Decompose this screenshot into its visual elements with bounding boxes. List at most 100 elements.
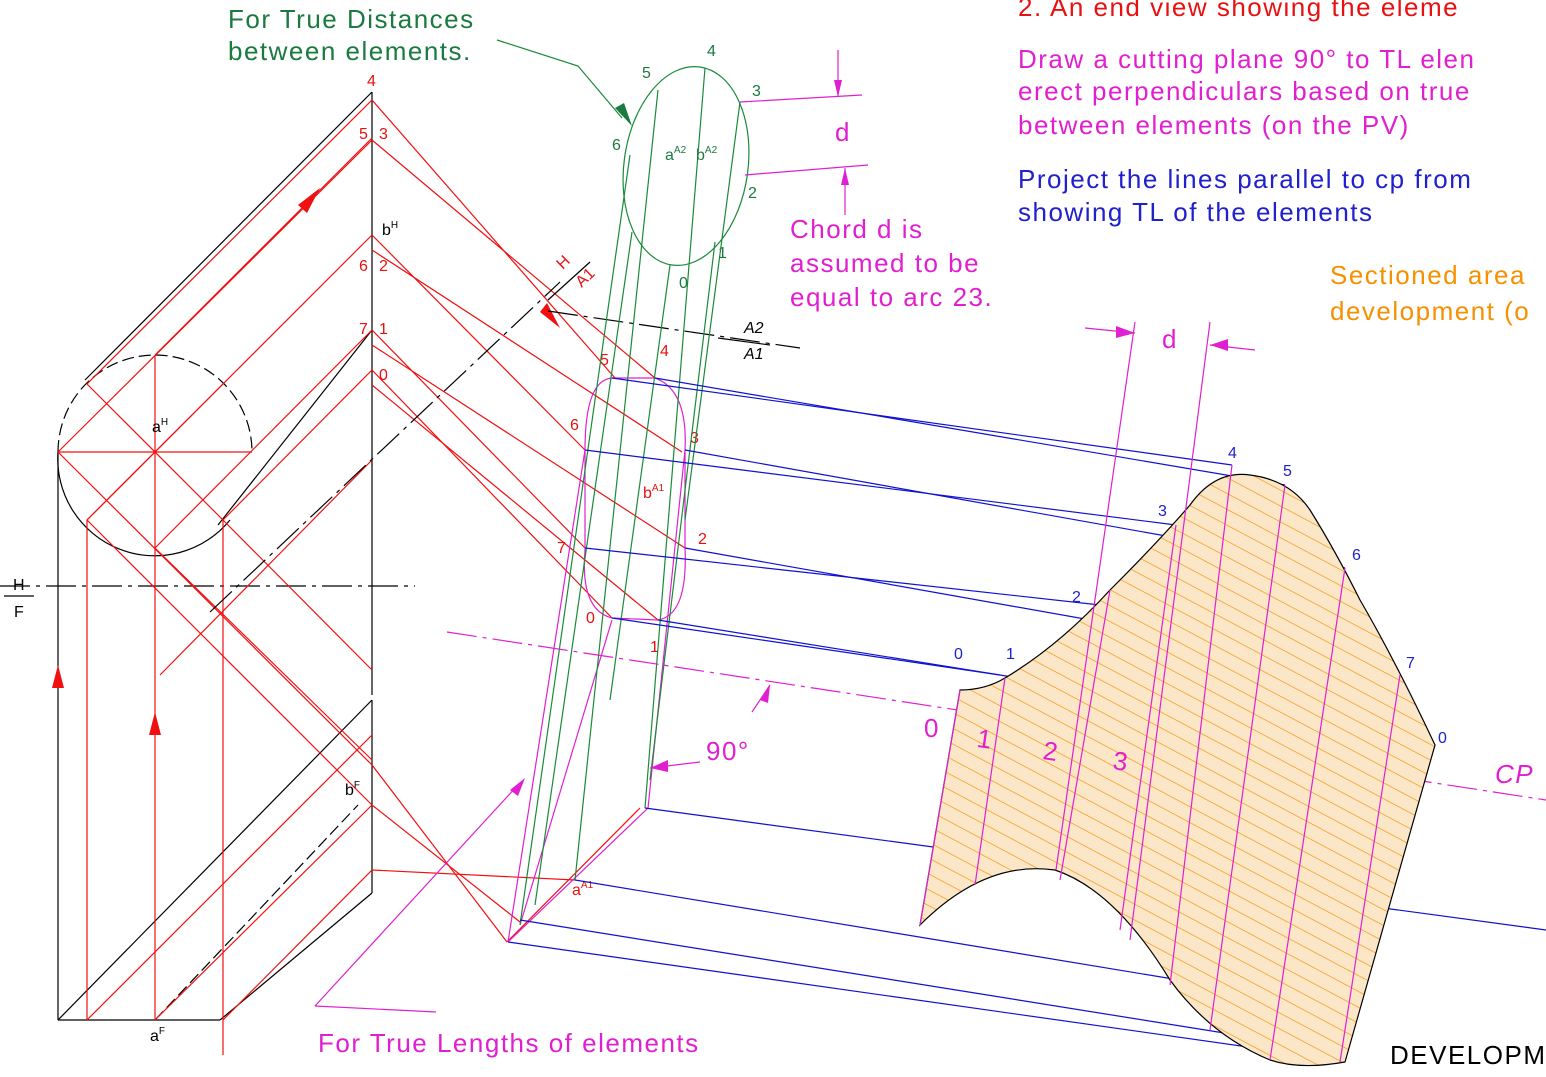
note-development: DEVELOPME <box>1390 1040 1546 1070</box>
dev-number-2: 2 <box>1072 589 1081 606</box>
aux2-number-6: 6 <box>612 137 621 154</box>
top-number-2: 2 <box>379 258 388 275</box>
arrow-diagonal-icon <box>298 188 320 213</box>
top-number-0: 0 <box>379 367 388 384</box>
note-chord-1: Chord d is <box>790 214 924 244</box>
top-front-views: H F <box>0 73 686 1055</box>
cp-number-3: 3 <box>1111 745 1131 777</box>
note-true-distances-1: For True Distances <box>228 4 475 34</box>
fold-label-h-a1-bottom: A1 <box>573 265 599 291</box>
dev-number-0-left: 0 <box>954 646 963 663</box>
fold-label-h-a1-top: H <box>554 253 574 273</box>
aux1-number-5: 5 <box>600 352 609 369</box>
projection-lines-to-aux1 <box>371 99 686 943</box>
label-b-f: bF <box>345 780 360 799</box>
angle-arrow-icon <box>650 760 668 772</box>
aux1-number-0: 0 <box>586 610 595 627</box>
dev-number-3: 3 <box>1158 503 1167 520</box>
dev-number-5: 5 <box>1283 463 1292 480</box>
top-number-1: 1 <box>379 321 388 338</box>
label-b-a1: bA1 <box>643 483 665 502</box>
cp-arrow-icon <box>760 685 770 703</box>
element-lines-top <box>57 99 373 1055</box>
note-project-1: Project the lines parallel to cp from <box>1018 164 1472 194</box>
auxiliary-view-a2: 4 5 3 6 2 1 0 aA2 bA2 <box>496 39 761 926</box>
cp-number-2: 2 <box>1041 735 1061 767</box>
label-a-h: aH <box>152 417 168 436</box>
dev-number-6: 6 <box>1352 547 1361 564</box>
development-number-labels: 4 5 3 6 2 7 0 1 0 <box>954 445 1447 747</box>
annotation-notes: For True Distances between elements. 2. … <box>228 0 1546 1070</box>
note-cutting-plane-2: erect perpendiculars based on true <box>1018 76 1471 106</box>
arrow-diagonal-icon <box>540 303 560 328</box>
true-distances-leader <box>496 39 623 119</box>
dev-number-4: 4 <box>1228 445 1237 462</box>
aux1-number-4: 4 <box>660 343 669 360</box>
cutting-plane-label: CP <box>1495 759 1534 789</box>
cp-number-0: 0 <box>924 713 940 743</box>
projection-arrows <box>52 188 560 735</box>
note-sectioned-2: development (o <box>1330 296 1530 326</box>
aux1-number-3: 3 <box>690 430 699 447</box>
dev-number-1: 1 <box>1006 646 1015 663</box>
cut-plane-number-labels: 0 1 2 3 <box>924 713 1131 777</box>
note-true-distances-2: between elements. <box>228 36 472 66</box>
chord-dimension-lower: d <box>1084 324 1256 354</box>
fold-label-a2: A2 <box>743 320 764 337</box>
chord-dimension-upper: d <box>739 50 869 215</box>
cp-number-1: 1 <box>975 723 995 755</box>
arrow-up-icon <box>149 712 161 735</box>
pipe-outline-top-view <box>57 91 373 1021</box>
arrow-up-icon <box>52 665 64 688</box>
development-pattern: d 4 5 3 6 2 7 0 1 0 0 1 2 3 <box>919 321 1447 1067</box>
label-a-a2: aA2 <box>665 145 687 164</box>
aux2-number-0: 0 <box>679 275 688 292</box>
label-b-a2: bA2 <box>696 145 718 164</box>
note-cutting-plane-1: Draw a cutting plane 90° to TL elen <box>1018 44 1475 74</box>
aux2-number-3: 3 <box>752 83 761 100</box>
aux2-number-4: 4 <box>707 43 716 60</box>
top-view-number-labels: 4 5 3 6 2 7 1 0 <box>359 73 388 384</box>
chord-d-label-lower: d <box>1162 324 1178 354</box>
label-a-f: aF <box>150 1026 165 1045</box>
top-number-4: 4 <box>367 73 376 90</box>
note-project-2: showing TL of the elements <box>1018 197 1374 227</box>
fold-label-f: F <box>14 604 24 621</box>
label-a-a1: aA1 <box>572 880 594 899</box>
top-number-6: 6 <box>359 258 368 275</box>
top-number-5: 5 <box>359 126 368 143</box>
top-number-3: 3 <box>379 126 388 143</box>
aux2-number-5: 5 <box>642 65 651 82</box>
chord-d-label-upper: d <box>835 117 851 147</box>
true-lengths-leader <box>314 778 525 1013</box>
note-chord-3: equal to arc 23. <box>790 282 993 312</box>
dimension-arrow-icon <box>1210 339 1228 351</box>
note-cutting-plane-3: between elements (on the PV) <box>1018 110 1410 140</box>
dev-number-0-right: 0 <box>1438 730 1447 747</box>
aux1-number-7: 7 <box>557 540 566 557</box>
angle-90-label: 90° <box>706 736 750 766</box>
note-chord-2: assumed to be <box>790 248 980 278</box>
label-b-h: bH <box>382 220 398 239</box>
note-end-view-heading: 2. An end view showing the eleme <box>1018 0 1459 22</box>
fold-line-a2-a1: A2 A1 <box>547 310 801 363</box>
dimension-arrow-icon <box>1116 326 1135 338</box>
aux1-number-2: 2 <box>698 531 707 548</box>
dev-number-7: 7 <box>1406 655 1415 672</box>
aux1-number-1: 1 <box>650 639 659 656</box>
aux2-number-1: 1 <box>718 245 727 262</box>
note-true-lengths: For True Lengths of elements <box>318 1028 700 1058</box>
point-labels-left: aH bH bF aF <box>150 220 398 1045</box>
top-number-7: 7 <box>359 321 368 338</box>
dimension-arrow-icon <box>841 168 849 185</box>
aux2-number-labels: 4 5 3 6 2 1 0 <box>612 43 761 292</box>
dimension-arrow-icon <box>834 80 842 97</box>
fold-label-a1: A1 <box>743 346 764 363</box>
aux1-number-labels: 5 4 6 3 7 2 0 1 <box>557 343 707 656</box>
leader-arrow-icon <box>510 778 525 796</box>
aux1-number-6: 6 <box>570 417 579 434</box>
fold-line-h-a1: H A1 <box>209 253 599 613</box>
fold-label-h: H <box>13 577 25 594</box>
auxiliary-view-a1: 5 4 6 3 7 2 0 1 bA1 aA1 <box>507 343 707 943</box>
